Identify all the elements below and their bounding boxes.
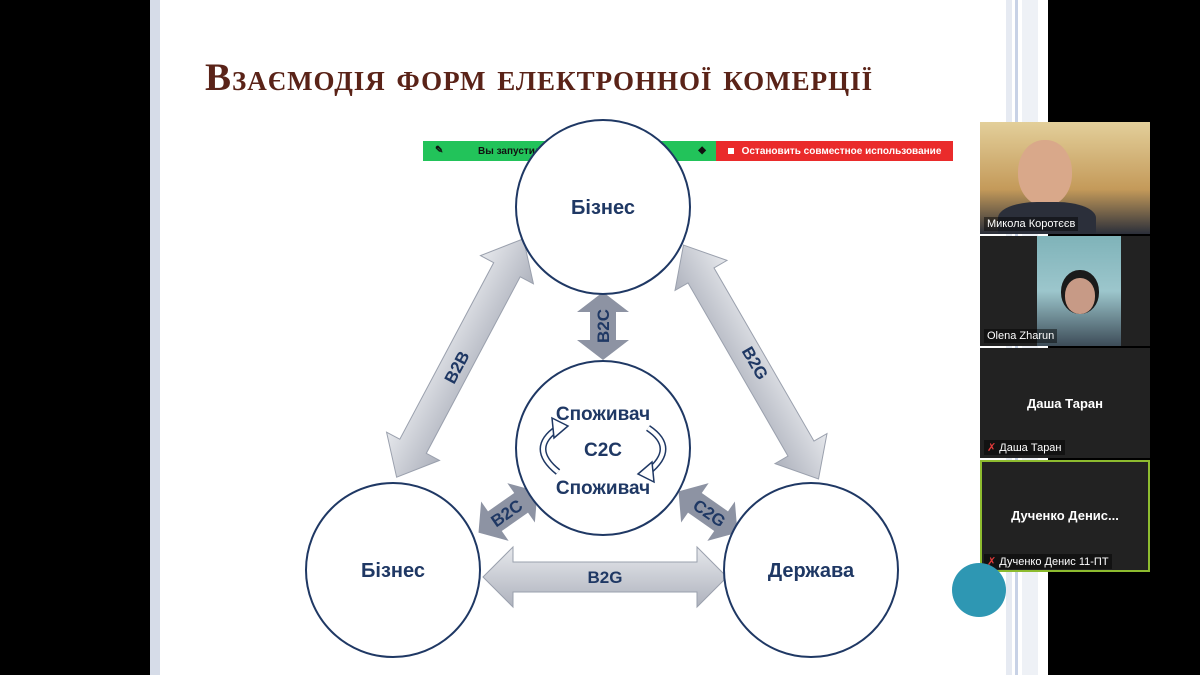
shield-icon: ◆ <box>698 145 706 156</box>
participant-name: Микола Коротєєв <box>984 217 1079 231</box>
drag-handle-icon[interactable]: ✎ <box>435 145 444 156</box>
video-tile-2[interactable]: Olena Zharun <box>980 236 1150 346</box>
mic-muted-icon: ✗ <box>987 556 997 568</box>
stop-square-icon <box>727 148 734 154</box>
participant-body <box>998 202 1096 234</box>
video-tile-4[interactable]: Дученко Денис... ✗ Дученко Денис 11-ПТ <box>980 460 1150 572</box>
participant-head <box>1018 140 1072 206</box>
arrow-b2c-vertical <box>577 292 629 360</box>
mic-muted-icon: ✗ <box>987 442 997 454</box>
video-tile-1[interactable]: Микола Коротєєв <box>980 122 1150 234</box>
c2c-curve-left-head-icon <box>551 416 570 440</box>
slide-decoration-dot <box>952 563 1006 617</box>
arrow-b2c-vertical-label: B2C <box>594 309 613 343</box>
participant-center-name: Дученко Денис... <box>1011 508 1119 523</box>
node-center-top-label: Споживач <box>556 404 650 425</box>
ecommerce-diagram-shapes: Бізнес Споживач C2C Споживач Бізнес Держ… <box>305 119 899 658</box>
slide-left-border <box>150 0 160 675</box>
slide-title: Взаємодія форм електронної комерції <box>205 56 874 99</box>
participant-name: Olena Zharun <box>984 329 1058 343</box>
participant-name: Дученко Денис 11-ПТ <box>999 556 1109 568</box>
stop-share-label: Остановить совместное использование <box>741 145 942 157</box>
participant-center-name: Даша Таран <box>1026 396 1104 411</box>
arrow-b2c-bottom <box>478 483 538 541</box>
node-center-mid-label: C2C <box>584 440 622 461</box>
node-top-label: Бізнес <box>571 197 635 219</box>
participant-name: Даша Таран <box>999 442 1062 454</box>
node-left-label: Бізнес <box>361 560 425 582</box>
stop-share-button[interactable]: Остановить совместное использование <box>716 141 953 161</box>
node-center-circle <box>515 360 691 536</box>
participant-head <box>1065 278 1095 314</box>
arrow-b2g-diagonal <box>674 244 828 480</box>
participant-name-row: ✗ Дученко Денис 11-ПТ <box>984 554 1112 569</box>
node-top-circle <box>515 119 691 295</box>
c2c-curve-right-head-icon <box>636 460 655 484</box>
arrow-c2g <box>678 483 738 541</box>
node-left-circle <box>305 482 481 658</box>
node-right-label: Держава <box>768 560 855 582</box>
node-right-circle <box>723 482 899 658</box>
arrow-b2g-horizontal-label: B2G <box>588 568 623 587</box>
node-center-bottom-label: Споживач <box>556 478 650 499</box>
participant-name-row: ✗ Даша Таран <box>984 440 1065 455</box>
video-tile-3[interactable]: Даша Таран ✗ Даша Таран <box>980 348 1150 458</box>
